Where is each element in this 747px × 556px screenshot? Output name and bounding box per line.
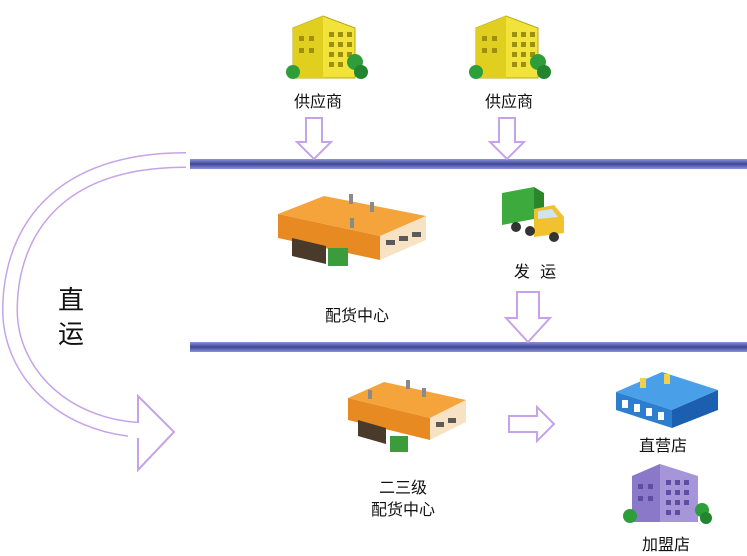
- secondary-center-label: 二三级: [378, 478, 428, 497]
- secondary-center-label: 配货中心: [370, 500, 436, 519]
- supplier-label: 供应商: [293, 92, 343, 111]
- down-arrow-icon: [487, 117, 527, 161]
- down-arrow-icon: [294, 117, 334, 161]
- franchise-store-label: 加盟店: [641, 535, 691, 554]
- franchise-building-icon: [623, 464, 712, 524]
- right-arrow-icon: [508, 404, 556, 444]
- divider-line-middle: [190, 342, 747, 352]
- direct-label: 运: [58, 320, 85, 350]
- supplier-label: 供应商: [484, 92, 534, 111]
- direct-shipping-arrow: [1, 152, 187, 473]
- warehouse-icon: [348, 380, 466, 452]
- direct-label: 直: [58, 286, 85, 316]
- delivery-truck-icon: [502, 187, 564, 242]
- direct-store-label: 直营店: [638, 436, 688, 455]
- distribution-center-label: 配货中心: [324, 306, 390, 325]
- divider-line-top: [190, 159, 747, 169]
- down-arrow-icon: [503, 291, 553, 344]
- supplier-building-icon: [286, 15, 368, 79]
- supplier-building-icon: [469, 15, 551, 79]
- warehouse-icon: [278, 194, 426, 266]
- shipping-label: 发 运: [513, 262, 557, 281]
- store-icon: [616, 372, 718, 428]
